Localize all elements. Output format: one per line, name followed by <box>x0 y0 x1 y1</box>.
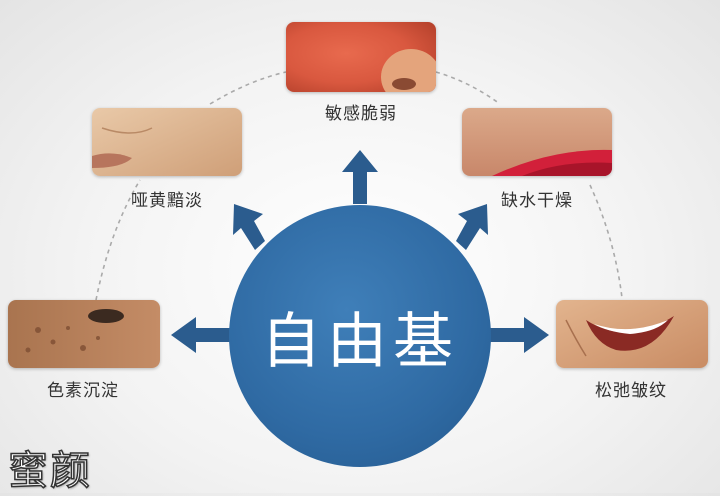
arrow-right <box>488 317 549 353</box>
arrow-up <box>342 150 378 204</box>
brand-watermark: 蜜颜 <box>7 447 92 495</box>
outcome-image-sensitive <box>286 22 436 92</box>
arrow-upper-right <box>456 204 488 250</box>
hub-label: 自由基 <box>261 306 459 377</box>
outcome-label-wrinkles: 松弛皱纹 <box>595 381 667 401</box>
outcome-label-pigmentation: 色素沉淀 <box>47 381 119 401</box>
outcome-image-dull <box>92 108 242 176</box>
free-radical-hub: 自由基 <box>229 205 491 467</box>
outcome-image-wrinkles <box>556 300 708 368</box>
outcome-label-sensitive: 敏感脆弱 <box>325 104 397 124</box>
outcome-image-dry <box>462 108 612 176</box>
outcome-image-pigmentation <box>8 300 160 368</box>
arrow-left <box>171 317 232 353</box>
arrow-upper-left <box>233 204 265 250</box>
outcome-label-dull: 哑黄黯淡 <box>131 191 203 211</box>
outcome-label-dry: 缺水干燥 <box>501 191 573 211</box>
